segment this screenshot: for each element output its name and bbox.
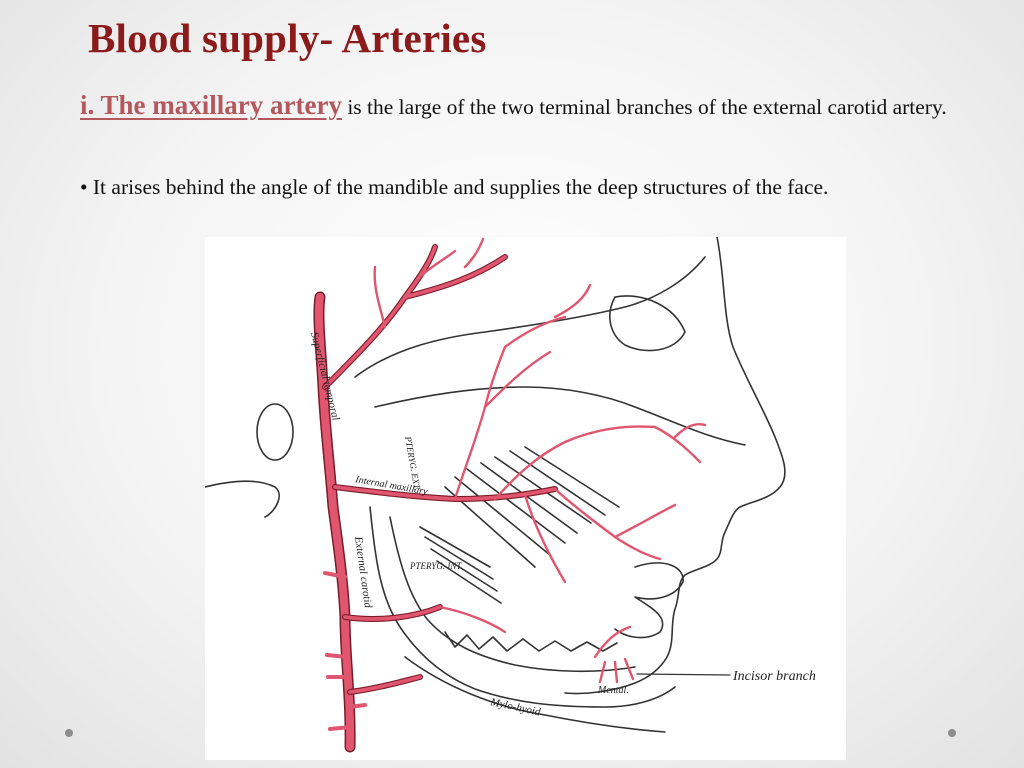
lingual-branch bbox=[348, 675, 422, 694]
mandible-outline bbox=[369, 506, 676, 708]
superficial-temporal-branch bbox=[323, 245, 437, 389]
masseter-hatching bbox=[444, 446, 620, 568]
carotid-side-branches bbox=[323, 571, 367, 731]
paragraph-maxillary-artery: i. The maxillary artery is the large of … bbox=[80, 90, 980, 122]
incisor-pointer-line bbox=[636, 673, 731, 676]
lips-outline bbox=[614, 562, 684, 639]
orbit-outline bbox=[609, 295, 686, 352]
paragraph-arises-behind-mandible: • It arises behind the angle of the mand… bbox=[80, 175, 829, 199]
maxillary-artery-drawing: Superficial temporal External carotid In… bbox=[205, 237, 816, 753]
external-carotid-artery bbox=[314, 293, 355, 751]
artery-branches bbox=[323, 245, 557, 694]
skull-outline bbox=[354, 256, 706, 378]
small-arteries bbox=[373, 237, 707, 684]
temporal-anterior-branch bbox=[403, 255, 507, 299]
label-external-carotid: External carotid bbox=[352, 535, 374, 609]
branch-outlines bbox=[322, 244, 558, 695]
pterygoid-hatching bbox=[419, 526, 502, 604]
right-decorative-dot bbox=[948, 729, 956, 737]
slide-title: Blood supply- Arteries bbox=[88, 15, 487, 61]
ear-canal bbox=[256, 403, 294, 461]
face-profile-outline bbox=[564, 237, 786, 695]
paragraph-1-text: is the large of the two terminal branche… bbox=[341, 95, 947, 119]
zygomatic-outline bbox=[374, 386, 746, 446]
lower-teeth bbox=[444, 631, 618, 652]
label-ptery-int: PTERYG. INT. bbox=[409, 561, 463, 571]
facial-branch bbox=[343, 605, 442, 621]
maxillary-artery-link[interactable]: i. The maxillary artery bbox=[80, 90, 342, 120]
mandible-inner-outline bbox=[389, 516, 636, 673]
label-mental: Mental. bbox=[597, 685, 629, 696]
left-decorative-dot bbox=[65, 729, 73, 737]
label-incisor-branch: Incisor branch bbox=[732, 669, 816, 684]
mylo-hyoid-line bbox=[404, 656, 666, 733]
ear-outline bbox=[205, 480, 280, 518]
anatomy-illustration: Superficial temporal External carotid In… bbox=[205, 237, 846, 760]
